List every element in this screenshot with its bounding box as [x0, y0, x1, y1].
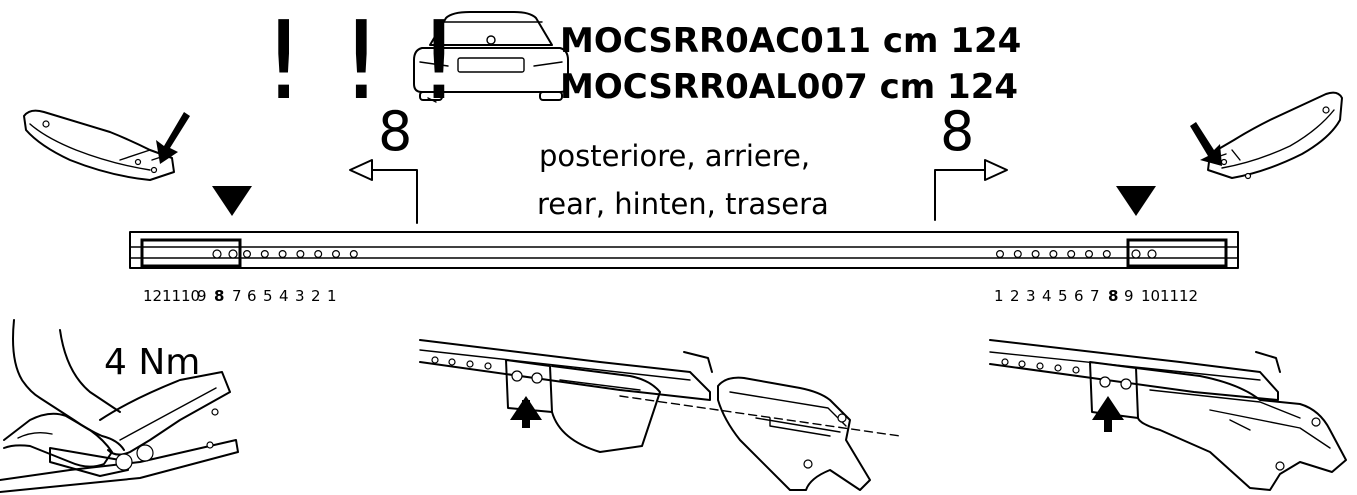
- bar-hole: [1084, 250, 1093, 259]
- scale-number: 9: [1124, 287, 1134, 305]
- position-label-1: posteriore, arriere,: [539, 139, 810, 173]
- scale-number: 2: [311, 287, 321, 305]
- pointer-arrow-icon: [1190, 122, 1222, 166]
- bar-hole: [1067, 250, 1076, 259]
- triangle-marker-icon: [1116, 186, 1156, 216]
- bar-hole: [332, 250, 341, 259]
- scale-number: 3: [295, 287, 305, 305]
- bar-hole: [243, 250, 252, 259]
- arrow-left-icon: [349, 159, 418, 224]
- scale-number: 9: [197, 287, 207, 305]
- marker-number-right: 8: [940, 100, 974, 163]
- scale-number: 7: [232, 287, 242, 305]
- bar-screw: [212, 249, 222, 259]
- bar-screw: [1131, 249, 1141, 259]
- bar-hole: [260, 250, 269, 259]
- bar-hole: [1013, 250, 1022, 259]
- scale-number: 3: [1026, 287, 1036, 305]
- pointer-arrow-icon: [522, 400, 530, 424]
- scale-number: 11: [1160, 287, 1179, 305]
- foot-bracket-right: [1207, 91, 1343, 180]
- car-rear-icon: [413, 11, 569, 103]
- scale-number: 10: [1141, 287, 1160, 305]
- bar-hole: [1031, 250, 1040, 259]
- position-label-2: rear, hinten, trasera: [537, 187, 829, 221]
- scale-number: 8: [214, 287, 224, 305]
- scale-number: 11: [162, 287, 181, 305]
- marker-number-left: 8: [378, 100, 412, 163]
- warning-exclamation-icon: ! ! !: [262, 0, 461, 124]
- bar-screw: [228, 249, 238, 259]
- pointer-arrow-icon: [1092, 396, 1124, 432]
- bar-hole: [296, 250, 305, 259]
- product-code-1: MOCSRR0AC011 cm 124: [560, 21, 1021, 61]
- scale-number: 7: [1090, 287, 1100, 305]
- scale-number: 10: [181, 287, 200, 305]
- product-code-2: MOCSRR0AL007 cm 124: [560, 67, 1018, 107]
- bar-hole: [349, 250, 358, 259]
- bar-hole: [278, 250, 287, 259]
- scale-number: 1: [327, 287, 337, 305]
- scale-number: 6: [1074, 287, 1084, 305]
- torque-label: 4 Nm: [104, 342, 200, 383]
- roof-bar: [129, 231, 1239, 269]
- scale-number: 2: [1010, 287, 1020, 305]
- scale-number: 12: [1179, 287, 1198, 305]
- bar-screw: [1147, 249, 1157, 259]
- bar-hole: [1049, 250, 1058, 259]
- bar-hole: [1102, 250, 1111, 259]
- arrow-right-icon: [934, 159, 1008, 221]
- triangle-marker-icon: [212, 186, 252, 216]
- bar-end-detail-center: [419, 339, 901, 491]
- foot-bracket-left: [23, 109, 175, 181]
- bar-end-detail-right: [989, 339, 1347, 491]
- scale-number: 1: [994, 287, 1004, 305]
- scale-number: 5: [263, 287, 273, 305]
- scale-number: 6: [247, 287, 257, 305]
- scale-number: 4: [1042, 287, 1052, 305]
- scale-number: 5: [1058, 287, 1068, 305]
- bar-hole: [995, 250, 1004, 259]
- scale-number: 8: [1108, 287, 1118, 305]
- wrench-hand-icon: [0, 319, 239, 493]
- pointer-arrow-icon: [156, 112, 190, 164]
- scale-number: 12: [143, 287, 162, 305]
- scale-number: 4: [279, 287, 289, 305]
- bar-hole: [314, 250, 323, 259]
